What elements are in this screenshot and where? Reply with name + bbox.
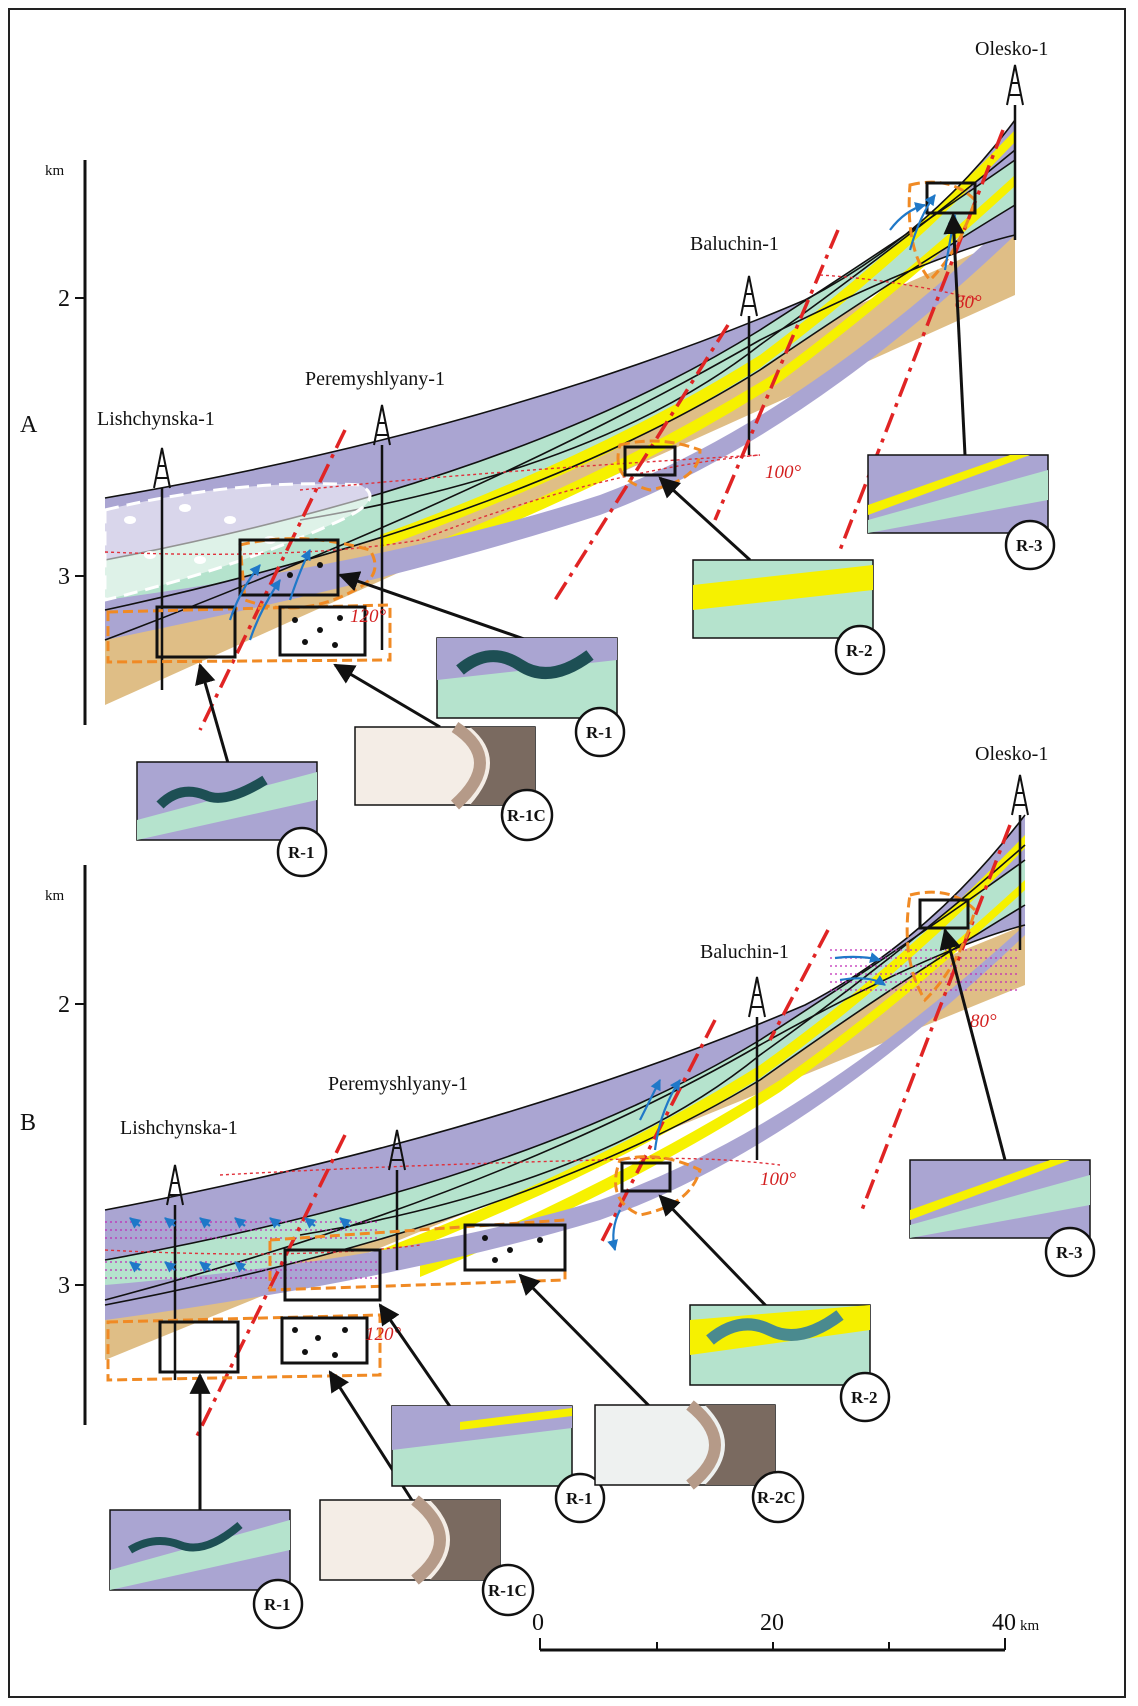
inset-tag: R-1C (488, 1581, 527, 1600)
inset-tag: R-1C (507, 806, 546, 825)
inset-r1c-b: R-1C (319, 1495, 535, 1617)
well-label-baluchin: Baluchin-1 (700, 941, 789, 963)
scale-tick-20: 20 (760, 1610, 784, 1636)
panel-b: km 2 3 B Lishchynska-1 Peremyshlyany-1 B… (20, 743, 1096, 1630)
panel-letter-b: B (20, 1110, 36, 1136)
angle-label-120: 120° (350, 606, 387, 627)
inset-tag: R-3 (1056, 1243, 1082, 1262)
wells-b: Lishchynska-1 Peremyshlyany-1 Baluchin-1… (120, 743, 1048, 1380)
derrick-icon (748, 976, 766, 1018)
lower-purple-layer (105, 215, 1015, 640)
inset-r1c-a: R-1C (354, 721, 554, 842)
lower-purple-layer (105, 925, 1025, 1320)
inset-r2-b: R-2 (689, 1304, 891, 1423)
well-label-peremyshlyany: Peremyshlyany-1 (305, 368, 445, 390)
fluid-arrows-a (228, 194, 959, 641)
inset-r1-b: R-1 (391, 1405, 606, 1524)
isotherms-a (104, 274, 981, 555)
inset-tag: R-1 (288, 843, 314, 862)
dots-b (292, 1235, 543, 1358)
derrick-icon (740, 275, 758, 317)
inset-tag: R-1 (586, 723, 612, 742)
inset-r3-b: R-3 (909, 1159, 1096, 1278)
depth-unit-label: km (45, 888, 65, 904)
depth-tick-2: 2 (58, 286, 70, 312)
derrick-icon (166, 1164, 184, 1206)
derrick-icon (1006, 64, 1024, 106)
derrick-icon (373, 404, 391, 446)
angle-label-80: 80° (955, 292, 982, 313)
well-label-lishchynska: Lishchynska-1 (120, 1117, 238, 1139)
depth-scale-a: km 2 3 A (20, 160, 87, 725)
scale-tick-40: 40 (992, 1610, 1016, 1636)
well-label-olesko: Olesko-1 (975, 38, 1048, 60)
target-boxes-a (155, 181, 977, 659)
inset-tag: R-1 (264, 1595, 290, 1614)
upper-purple-layer (105, 815, 1025, 1300)
inset-tag: R-1 (566, 1489, 592, 1508)
scale-unit: km (1020, 1618, 1040, 1634)
inset-r3-a: R-3 (867, 454, 1056, 571)
inset-tag: R-2 (846, 641, 872, 660)
well-label-lishchynska: Lishchynska-1 (97, 408, 215, 430)
inset-r2-a: R-2 (692, 559, 886, 676)
depth-unit-label: km (45, 163, 65, 179)
layer-boundaries (104, 814, 1026, 1306)
depth-tick-3: 3 (58, 564, 70, 590)
derrick-icon (1011, 774, 1029, 816)
well-label-peremyshlyany: Peremyshlyany-1 (328, 1073, 468, 1095)
depth-tick-2: 2 (58, 992, 70, 1018)
angle-label-80: 80° (970, 1011, 997, 1032)
inset-tag: R-3 (1016, 536, 1042, 555)
angle-label-100: 100° (765, 462, 802, 483)
fluid-arrows-b (129, 952, 886, 1273)
well-label-olesko: Olesko-1 (975, 743, 1048, 765)
panel-letter-a: A (20, 412, 38, 438)
isotherms-b (104, 1157, 781, 1255)
inset-r1-prime-a: R-1 (136, 761, 328, 878)
depth-tick-3: 3 (58, 1273, 70, 1299)
inset-tag: R-2 (851, 1388, 877, 1407)
depth-scale-b: km 2 3 B (20, 865, 87, 1425)
angle-label-120: 120° (365, 1324, 402, 1345)
derrick-icon (153, 447, 171, 489)
inset-tag: R-2C (757, 1488, 796, 1507)
inset-r1-prime-b: R-1 (109, 1509, 304, 1630)
angle-label-100: 100° (760, 1169, 797, 1190)
dots-a (287, 562, 343, 648)
mint-band (105, 860, 1025, 1305)
scale-tick-0: 0 (532, 1610, 544, 1636)
inset-r1-a: R-1 (436, 637, 626, 758)
well-label-baluchin: Baluchin-1 (690, 233, 779, 255)
target-boxes-b (158, 898, 970, 1374)
inset-r2c-b: R-2C (594, 1400, 805, 1524)
pointer-arrows-a (195, 212, 967, 764)
panel-a: km 2 3 A Lishchynska-1 Peremyshlyany-1 B… (20, 38, 1056, 878)
derrick-icon (388, 1129, 406, 1171)
scale-bar: 0 20 40 km (532, 1610, 1040, 1652)
